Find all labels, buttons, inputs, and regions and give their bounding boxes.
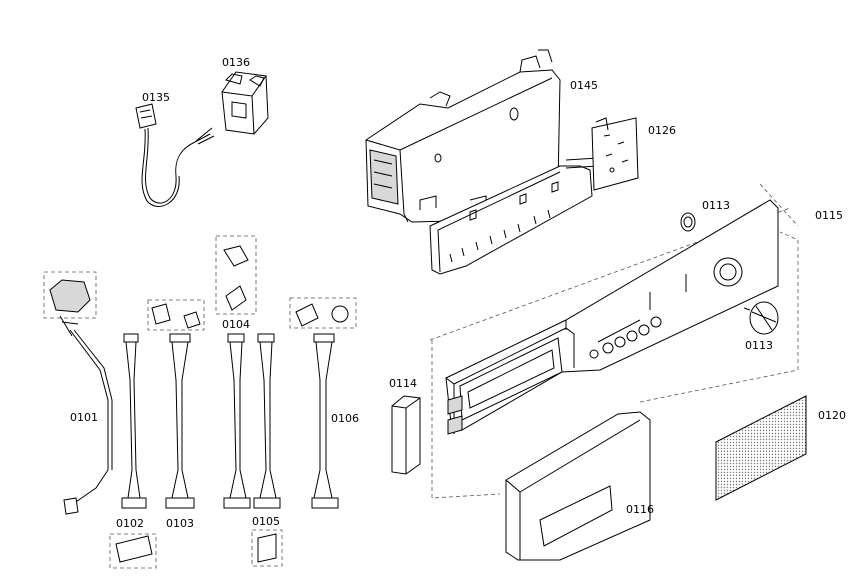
control-panel-fascia-illustration <box>445 199 779 435</box>
control-module-housing-illustration <box>365 49 561 223</box>
part-label-0115: 0115 <box>815 209 843 222</box>
valve-assembly-0104-illustration <box>215 235 257 315</box>
part-label-0114: 0114 <box>389 377 417 390</box>
selector-knob-bottom-illustration <box>743 301 779 335</box>
wire-harness-0102-illustration <box>121 333 147 509</box>
part-label-0113-bottom: 0113 <box>745 339 773 352</box>
part-label-0116: 0116 <box>626 503 654 516</box>
part-label-0106: 0106 <box>331 412 359 425</box>
detergent-drawer-handle-illustration <box>505 411 651 561</box>
connector-set-0106-illustration <box>289 297 357 329</box>
display-board-illustration <box>429 157 599 275</box>
part-label-0145: 0145 <box>570 79 598 92</box>
part-label-0103: 0103 <box>166 517 194 530</box>
part-label-0136: 0136 <box>222 56 250 69</box>
mesh-panel-illustration <box>715 395 807 501</box>
small-circuit-board-illustration <box>591 117 639 191</box>
part-label-0135: 0135 <box>142 91 170 104</box>
sensor-0105-illustration <box>251 529 283 567</box>
connector-set-0103-illustration <box>147 299 205 331</box>
part-label-0113-top: 0113 <box>702 199 730 212</box>
part-label-0126: 0126 <box>648 124 676 137</box>
foam-pad-illustration <box>391 395 421 475</box>
part-label-0101: 0101 <box>70 411 98 424</box>
selector-knob-top-illustration <box>680 212 696 232</box>
interference-suppressor-illustration <box>221 71 269 135</box>
wire-harness-0106-illustration <box>311 333 339 509</box>
power-cord-illustration <box>135 103 215 207</box>
part-label-0120: 0120 <box>818 409 846 422</box>
wire-harness-0103-illustration <box>165 333 195 509</box>
wire-harness-0104-illustration <box>223 333 281 509</box>
part-label-0105: 0105 <box>252 515 280 528</box>
part-label-0104: 0104 <box>222 318 250 331</box>
ground-strap-0102-illustration <box>109 533 157 569</box>
part-label-0102: 0102 <box>116 517 144 530</box>
motor-harness-illustration <box>43 271 113 515</box>
